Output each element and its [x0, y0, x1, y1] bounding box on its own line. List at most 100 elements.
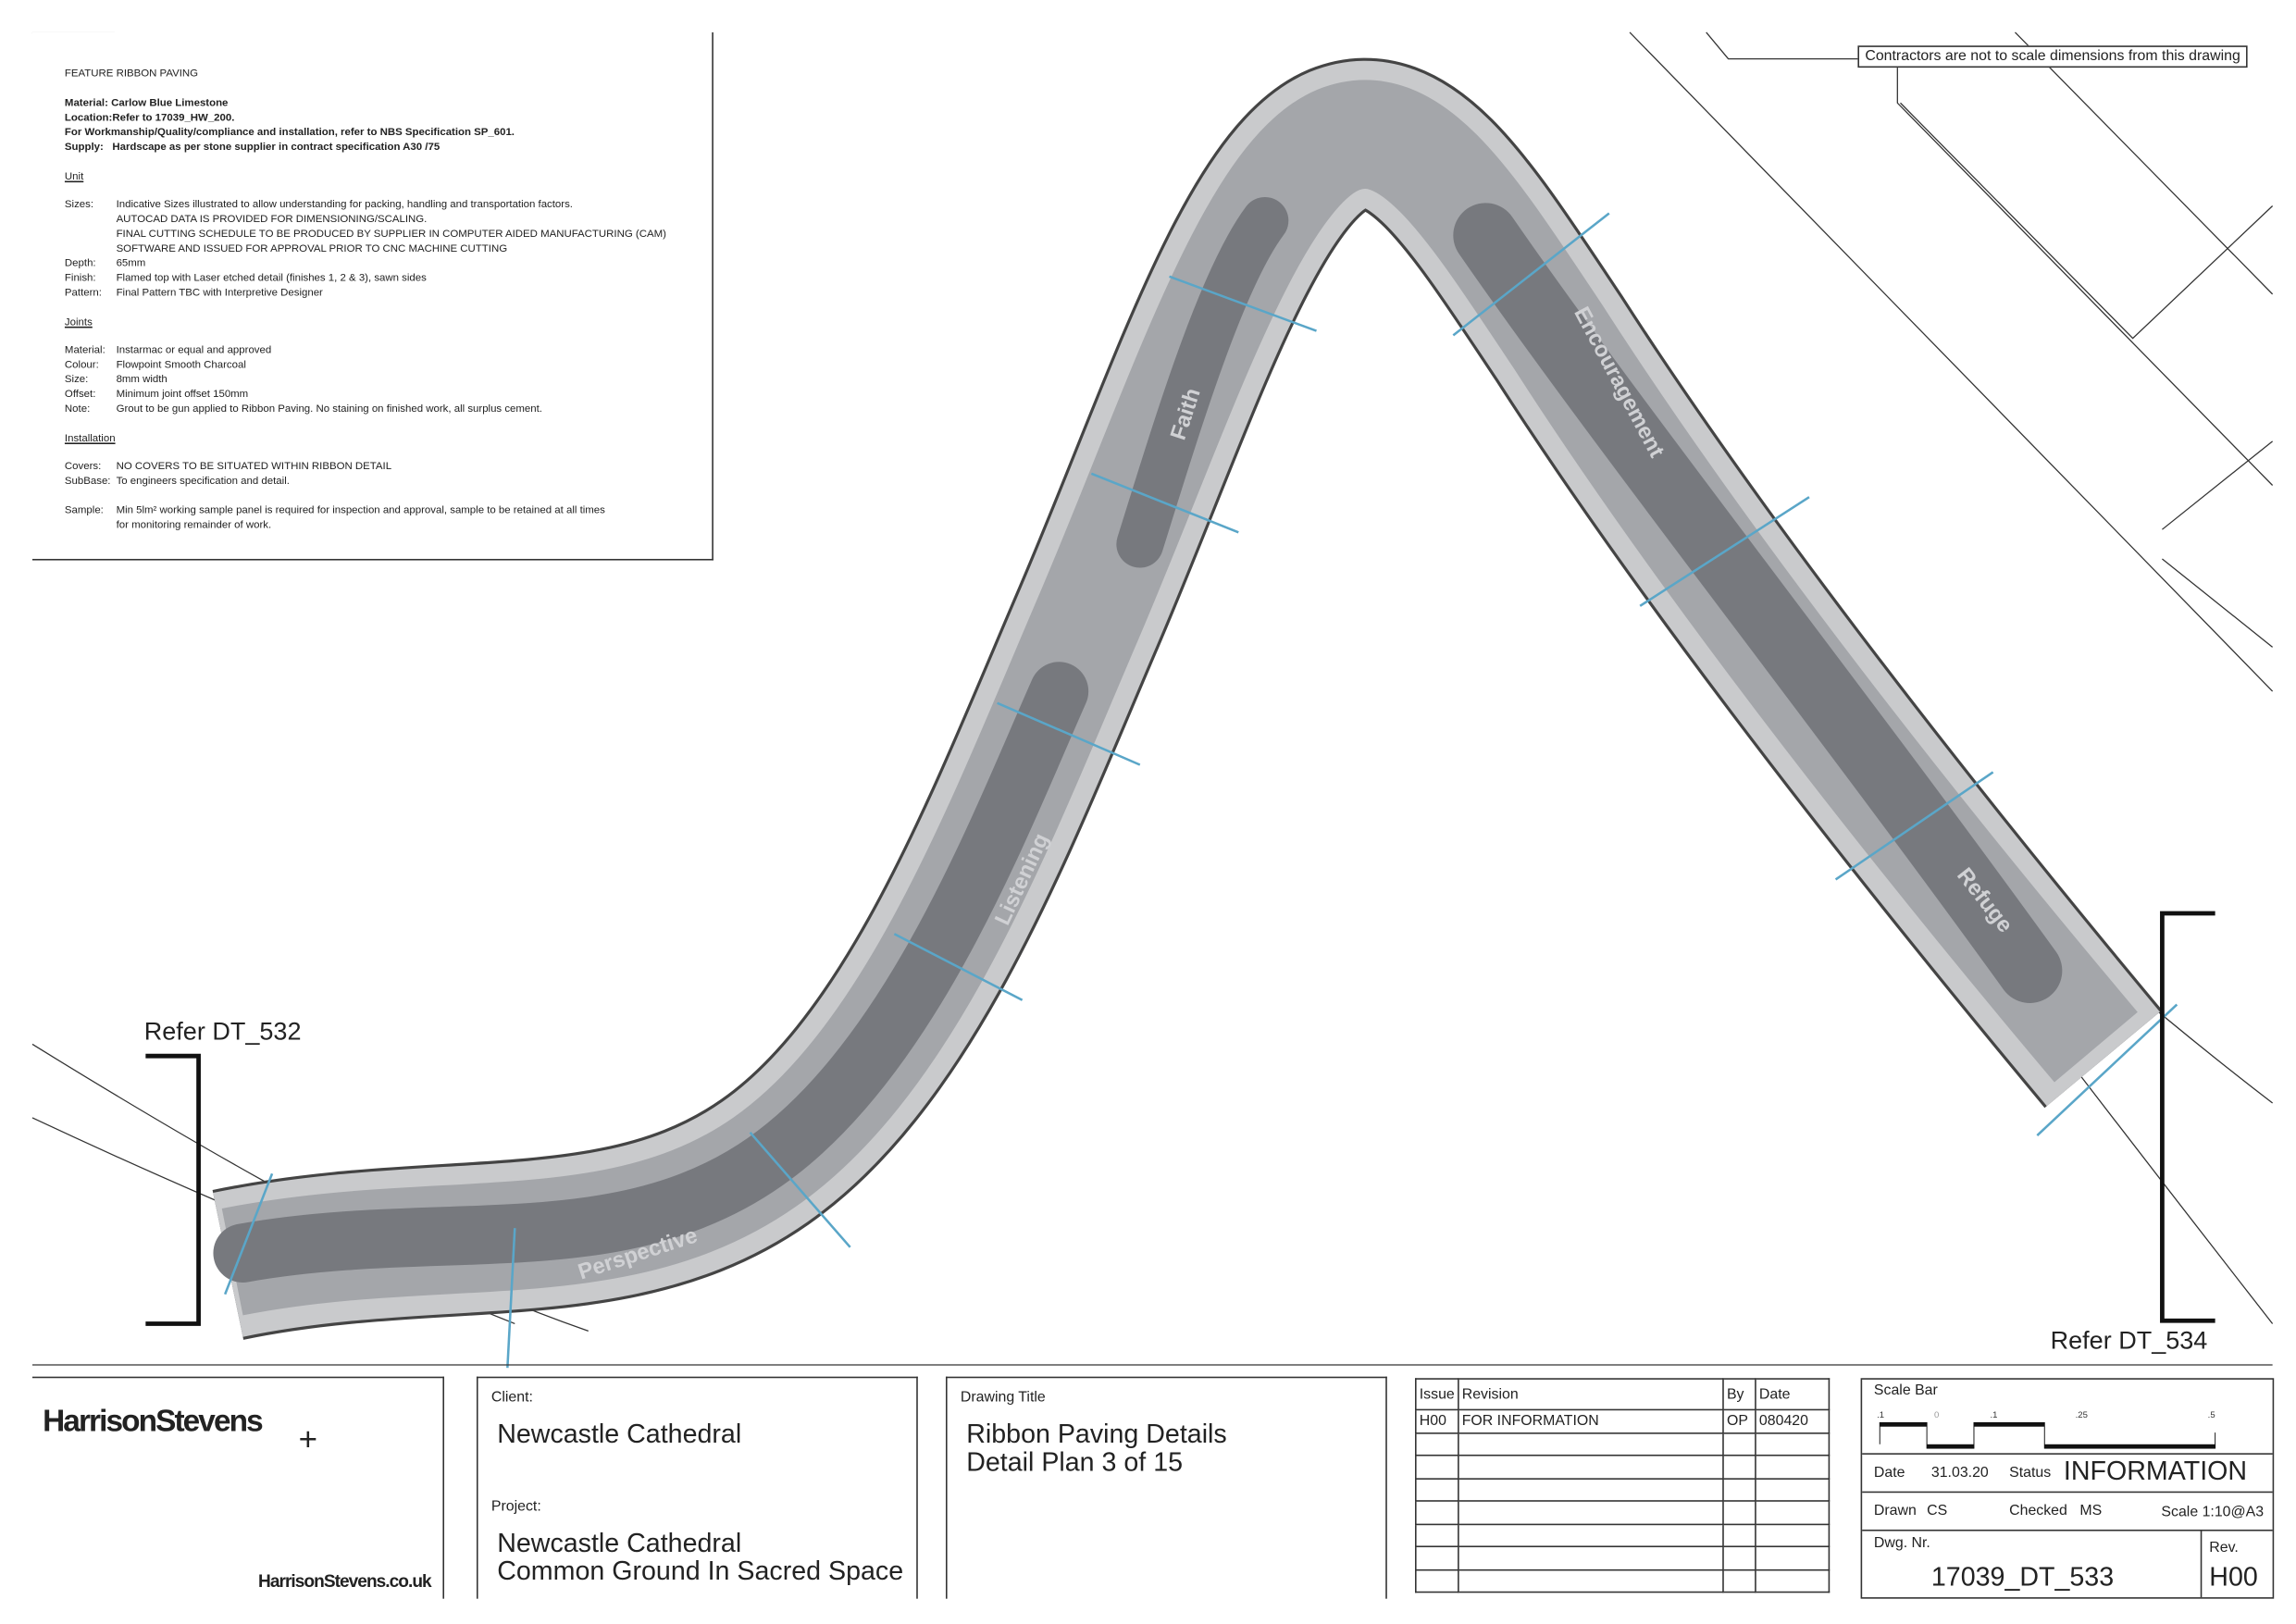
notes-row: Pattern: Final Pattern TBC with Interpret…: [65, 285, 712, 300]
ribbon-inner-band-3: [1453, 203, 2063, 1003]
drawing-number: 17039_DT_533: [1930, 1561, 2115, 1592]
drawing-title: Ribbon Paving Details Detail Plan 3 of 1…: [966, 1420, 1226, 1476]
status-label: Status: [2009, 1465, 2052, 1481]
notes-row-text: Minimum joint offset 150mm: [116, 387, 249, 401]
notes-workmanship: For Workmanship/Quality/compliance and i…: [64, 125, 515, 139]
notes-row: Size:8mm width: [65, 372, 712, 387]
notes-row-text: To engineers specification and detail.: [116, 473, 290, 488]
ribbon-inner-band-1: [213, 662, 1089, 1283]
notes-row-label: Colour:: [64, 357, 99, 371]
refer-left: Refer DT_532: [143, 1017, 302, 1047]
notes-row-text: FINAL CUTTING SCHEDULE TO BE PRODUCED BY…: [116, 226, 666, 241]
client-label: Client:: [490, 1389, 533, 1407]
notes-row: Colour: Flowpoint Smooth Charcoal: [65, 357, 712, 372]
notes-location: Location:Refer to 17039_HW_200.: [64, 110, 235, 124]
header-issue: Issue: [1415, 1378, 1459, 1411]
date-value: 31.03.20: [1930, 1465, 1989, 1481]
notes-row: Sizes: Indicative Sizes illustrated to al…: [65, 197, 712, 256]
revision-row-empty: [1415, 1477, 1831, 1502]
info-panel: Scale Bar .1 0 .1 .25 .5 Date 31.03.20 S…: [1860, 1378, 2275, 1599]
joint-lines: [223, 212, 2178, 1369]
notes-supply: Supply: Hardscape as per stone supplier …: [64, 139, 441, 154]
notes-row-label: Sample:: [64, 502, 104, 516]
revision-row-empty: [1415, 1454, 1831, 1480]
drawing-title-panel: Drawing Title Ribbon Paving Details Deta…: [945, 1376, 1387, 1599]
notes-row: Note: Grout to be gun applied to Ribbon P…: [65, 402, 712, 416]
notes-row-text: Final Pattern TBC with Interpretive Desi…: [116, 285, 323, 299]
svg-text:.1: .1: [1877, 1410, 1884, 1420]
notes-row-label: Offset:: [64, 387, 96, 401]
revision-row: H00 FOR INFORMATION OP 080420: [1415, 1408, 1831, 1433]
building-outline: [1706, 31, 2274, 486]
notes-row-text: Flamed top with Laser etched detail (fin…: [116, 270, 427, 284]
section-bracket-right: [2160, 911, 2215, 1323]
revision-row-empty: [1415, 1432, 1831, 1457]
notes-row-label: Note:: [64, 401, 91, 415]
revision-row-empty: [1415, 1522, 1831, 1548]
header-by: By: [1722, 1378, 1756, 1411]
company-panel: HarrisonStevens + HarrisonStevens.co.uk: [31, 1376, 444, 1599]
notes-row-text: Flowpoint Smooth Charcoal: [116, 357, 246, 371]
status-value: INFORMATION: [2063, 1456, 2248, 1486]
client-panel: Client: Newcastle Cathedral Project: New…: [476, 1376, 918, 1599]
section-bracket-left: [145, 1053, 201, 1326]
scale-warning: Contractors are not to scale dimensions …: [1857, 45, 2248, 68]
notes-row-label: SubBase:: [64, 473, 111, 488]
boundary-line-right: [1629, 31, 2274, 692]
notes-row: SubBase: To engineers specification and d…: [65, 474, 712, 489]
notes-row-label: Pattern:: [64, 285, 102, 299]
scale-value: Scale 1:10@A3: [2161, 1504, 2265, 1521]
header-date: Date: [1755, 1378, 1831, 1411]
revision-label: Rev.: [2209, 1540, 2239, 1556]
notes-row: Sample:Min 5lm² working sample panel is …: [65, 503, 712, 533]
revision-row-empty: [1415, 1500, 1831, 1525]
company-logo: HarrisonStevens: [43, 1404, 264, 1439]
notes-row-text: for monitoring remainder of work.: [116, 517, 272, 531]
drawing-title-label: Drawing Title: [960, 1389, 1046, 1407]
notes-row: Finish: Flamed top with Laser etched deta…: [65, 270, 712, 285]
svg-text:.25: .25: [2076, 1410, 2088, 1420]
notes-row-text: NO COVERS TO BE SITUATED WITHIN RIBBON D…: [116, 458, 392, 473]
notes-row: Covers:NO COVERS TO BE SITUATED WITHIN R…: [65, 459, 712, 474]
scale-bar-label: Scale Bar: [1873, 1382, 1938, 1399]
notes-row-text: Indicative Sizes illustrated to allow un…: [116, 196, 573, 211]
notes-heading-joints: Joints: [64, 315, 93, 329]
project-label: Project:: [490, 1498, 541, 1516]
notes-row-label: Finish:: [64, 270, 96, 284]
ribbon-inner-band-2: [1116, 196, 1289, 568]
svg-text:.5: .5: [2208, 1410, 2215, 1420]
svg-text:.1: .1: [1990, 1410, 1997, 1420]
company-website[interactable]: HarrisonStevens.co.uk: [258, 1570, 432, 1592]
notes-row: Depth:65mm: [65, 256, 712, 271]
date-label: Date: [1873, 1465, 1905, 1481]
revision-issue: H00: [1415, 1408, 1459, 1433]
drawn-label: Drawn: [1873, 1503, 1917, 1519]
drawing-title-line-2: Detail Plan 3 of 15: [966, 1446, 1184, 1477]
specification-notes: FEATURE RIBBON PAVING Material: Carlow B…: [31, 31, 714, 561]
project-line-2: Common Ground In Sacred Space: [497, 1556, 904, 1586]
scale-bar: .1 0 .1 .25 .5: [1877, 1410, 2216, 1449]
client-name: Newcastle Cathedral: [497, 1419, 742, 1449]
drawing-number-label: Dwg. Nr.: [1873, 1535, 1930, 1552]
notes-row-text: AUTOCAD DATA IS PROVIDED FOR DIMENSIONIN…: [116, 211, 428, 226]
project-line-1: Newcastle Cathedral: [497, 1528, 742, 1558]
revision-value: H00: [2209, 1561, 2258, 1592]
header-revision: Revision: [1457, 1378, 1724, 1411]
notes-title: FEATURE RIBBON PAVING: [64, 66, 199, 80]
notes-row: Offset: Minimum joint offset 150mm: [65, 387, 712, 402]
project-name: Newcastle Cathedral Common Ground In Sac…: [497, 1528, 904, 1586]
refer-right: Refer DT_534: [2050, 1326, 2208, 1355]
notes-row-label: Material:: [64, 342, 105, 356]
notes-row-text: SOFTWARE AND ISSUED FOR APPROVAL PRIOR T…: [116, 241, 508, 254]
revision-text: FOR INFORMATION: [1457, 1408, 1724, 1433]
notes-row-text: Grout to be gun applied to Ribbon Paving…: [116, 401, 542, 415]
revision-by: OP: [1722, 1408, 1756, 1433]
revision-row-empty: [1415, 1545, 1831, 1570]
notes-material: Material: Carlow Blue Limestone: [64, 95, 229, 109]
drawn-value: CS: [1927, 1503, 1948, 1519]
notes-heading-installation: Installation: [64, 430, 116, 444]
notes-row-label: Sizes:: [64, 196, 94, 211]
notes-row-label: Depth:: [64, 255, 96, 269]
